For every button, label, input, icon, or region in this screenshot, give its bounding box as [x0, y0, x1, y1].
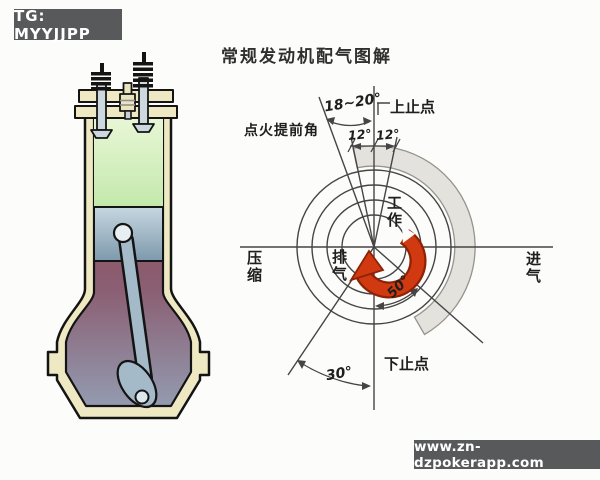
spark-plug: [119, 82, 136, 120]
dim-ignition-advance: [326, 117, 372, 127]
exhaust-valve: [90, 63, 113, 139]
crank-pin: [134, 389, 150, 405]
dim-30: [297, 360, 371, 390]
engine-illustration: [46, 52, 211, 420]
angle-12-right: 12°: [375, 125, 401, 144]
label-bottom-dead-center: 下止点: [384, 355, 430, 373]
timing-diagram: [240, 86, 553, 410]
watermark-bottom-right: www.zn-dzpokerapp.com: [414, 439, 600, 471]
label-exhaust-stroke: 排气: [331, 248, 347, 283]
valve-spring-right: [133, 52, 153, 88]
wrist-pin: [112, 222, 134, 244]
page-title: 常规发动机配气图解: [221, 47, 392, 67]
label-top-dead-center: 上止点: [390, 98, 436, 116]
rotation-arrow-icon: [348, 226, 427, 299]
valve-spring-left: [91, 63, 111, 91]
intake-valve: [132, 52, 155, 133]
label-power-stroke: 工作: [386, 194, 402, 229]
label-ignition-advance: 点火提前角: [244, 123, 319, 139]
connecting-rod: [120, 234, 151, 384]
angle-12-left: 12°: [347, 125, 373, 144]
dim-12-12: [347, 138, 401, 153]
arrow-tail-notch: [402, 226, 415, 243]
valve-open-band: [352, 145, 476, 336]
label-compression-stroke: 压缩: [246, 249, 262, 284]
watermark-top-left: TG: MYYJJPP: [14, 7, 122, 43]
label-intake-stroke: 进气: [525, 250, 541, 285]
